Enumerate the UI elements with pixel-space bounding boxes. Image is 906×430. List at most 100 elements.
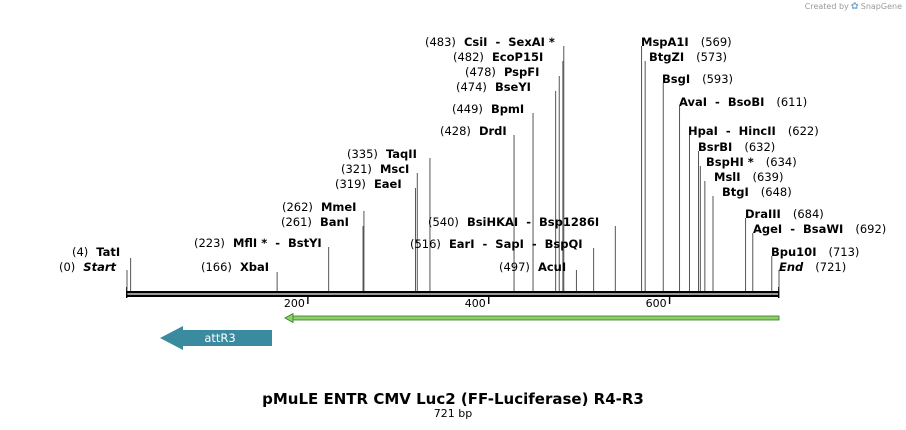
site-position: (573): [696, 50, 727, 64]
site-name: MspA1I: [641, 35, 689, 49]
site-position: (684): [793, 207, 824, 221]
site-position: (482): [453, 50, 484, 64]
site-label: (516) EarI - SapI - BspQI: [410, 237, 583, 251]
site-position: (634): [766, 155, 797, 169]
site-label: Bpu10I (713): [771, 245, 859, 259]
feature-attR3: attR3: [160, 326, 272, 350]
site-name: PspFI: [504, 65, 539, 79]
backbone-strand-bottom: [127, 294, 779, 297]
site-position: (428): [440, 124, 471, 138]
site-position: (483): [425, 35, 456, 49]
site-name: Bpu10I: [771, 245, 816, 259]
plasmid-length: 721 bp: [433, 407, 473, 420]
snapgene-logo-icon: ✿: [850, 1, 859, 12]
site-name: MscI: [380, 162, 409, 176]
site-position: (262): [282, 200, 313, 214]
site-name: BtgI: [722, 185, 749, 199]
site-label: (4) TatI: [72, 245, 120, 259]
site-label: (482) EcoP15I: [453, 50, 543, 64]
site-position: (0): [59, 260, 75, 274]
restriction-sites: (0)Start(4)TatI(166)XbaI(223)MflI * - Bs…: [59, 35, 886, 291]
site-position: (721): [815, 260, 846, 274]
site-label: (497) AcuI: [499, 260, 566, 274]
site-label: (321)MscI: [341, 162, 409, 176]
site-position: (497): [499, 260, 530, 274]
site-label: (319) EaeI: [335, 177, 402, 191]
ruler-tick-label: 200: [284, 297, 305, 310]
site-name: BsgI: [662, 72, 690, 86]
site-label: HpaI - HincII (622): [688, 124, 819, 138]
site-name: AcuI: [538, 260, 566, 274]
site-label: (428) DrdI: [440, 124, 507, 138]
ruler-tick-label: 600: [646, 297, 667, 310]
site-name: BsrBI: [698, 140, 732, 154]
plasmid-title: pMuLE ENTR CMV Luc2 (FF-Luciferase) R4-R…: [262, 390, 644, 408]
site-name: EarI - SapI - BspQI: [449, 237, 583, 251]
site-name: MflI * - BstYI: [233, 236, 322, 250]
site-name: TatI: [96, 245, 120, 259]
site-name: DrdI: [479, 124, 507, 138]
credit-brand: SnapGene: [860, 2, 902, 11]
feature-attR3-arrow: [160, 326, 272, 350]
feature-orf-arrowhead: [284, 312, 294, 324]
feature-orf-bar: [290, 315, 780, 321]
site-position: (692): [855, 222, 886, 236]
site-position: (166): [201, 260, 232, 274]
site-name: HpaI - HincII: [688, 124, 776, 138]
site-name: BseYI: [495, 80, 531, 94]
site-position: (622): [788, 124, 819, 138]
site-label: BtgZI(573): [649, 50, 727, 64]
site-label: (262) MmeI: [282, 200, 356, 214]
site-label: MspA1I(569): [641, 35, 732, 49]
feature-orf: [284, 312, 780, 324]
site-label: (261) BanI: [281, 215, 349, 229]
site-name: AvaI - BsoBI: [679, 95, 764, 109]
site-label: BtgI (648): [722, 185, 792, 199]
site-position: (593): [702, 72, 733, 86]
site-position: (611): [776, 95, 807, 109]
site-label: (0) Start: [59, 260, 117, 274]
site-name: BanI: [320, 215, 349, 229]
backbone-start-cap: [126, 287, 128, 298]
site-name: EaeI: [374, 177, 402, 191]
site-position: (648): [761, 185, 792, 199]
site-label: DraIII (684): [745, 207, 824, 221]
site-name: BspHI *: [706, 155, 754, 169]
site-label: AgeI - BsaWI (692): [753, 222, 886, 236]
site-label: (449) BpmI: [452, 102, 524, 116]
site-label: (474)BseYI: [456, 80, 531, 94]
site-position: (516): [410, 237, 441, 251]
site-position: (335): [347, 147, 378, 161]
site-position: (449): [452, 102, 483, 116]
credit-prefix: Created by: [804, 2, 849, 11]
ruler-tick-label: 400: [465, 297, 486, 310]
site-name: MslI: [714, 170, 741, 184]
site-position: (540): [428, 215, 459, 229]
site-label: (483) CsiI - SexAI *: [425, 35, 555, 49]
backbone-strand-top: [127, 291, 779, 294]
site-name: Start: [83, 260, 116, 274]
site-position: (223): [194, 236, 225, 250]
site-name: MmeI: [321, 200, 357, 214]
site-label: BspHI * (634): [706, 155, 797, 169]
site-label: AvaI - BsoBI (611): [679, 95, 807, 109]
site-name: DraIII: [745, 207, 781, 221]
site-position: (4): [72, 245, 88, 259]
site-name: BpmI: [491, 102, 524, 116]
site-position: (319): [335, 177, 366, 191]
site-name: AgeI - BsaWI: [753, 222, 843, 236]
site-label: MslI(639): [714, 170, 783, 184]
site-label: BsgI (593): [662, 72, 733, 86]
site-label: End(721): [779, 260, 846, 274]
site-name: BsiHKAI - Bsp1286I: [467, 215, 599, 229]
site-name: EcoP15I: [492, 50, 543, 64]
site-name: TaqII: [386, 147, 417, 161]
site-name: CsiI - SexAI *: [464, 35, 555, 49]
site-label: (478)PspFI: [465, 65, 539, 79]
site-position: (261): [281, 215, 312, 229]
backbone-end-cap: [778, 287, 780, 298]
site-position: (632): [744, 140, 775, 154]
site-position: (713): [828, 245, 859, 259]
